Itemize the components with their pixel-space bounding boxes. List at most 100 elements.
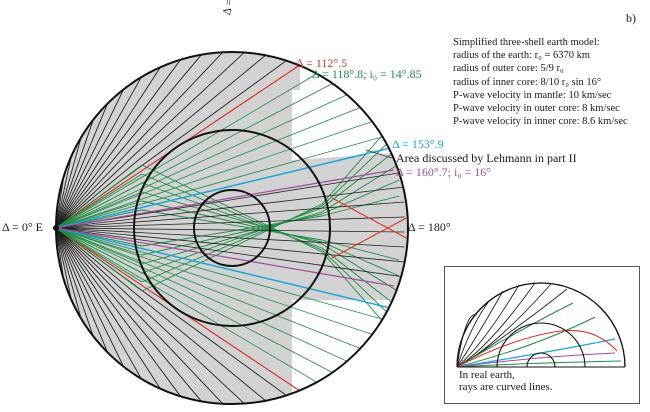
inset-green-ray xyxy=(456,302,574,368)
label-lehmann-area: Area discussed by Lehmann in part II xyxy=(396,151,577,165)
label-delta-153: Δ = 153°.9 xyxy=(392,137,444,151)
core-ray-through xyxy=(141,164,323,253)
mantle-ray xyxy=(56,103,108,229)
mantle-ray xyxy=(56,227,181,397)
shadow-zone-bottom xyxy=(292,300,408,404)
mantle-ray xyxy=(56,119,94,229)
core-ray-through xyxy=(141,215,323,247)
mantle-ray xyxy=(56,89,125,229)
core-ray-exit xyxy=(321,179,400,215)
green-ray xyxy=(56,83,333,229)
mantle-ray xyxy=(56,227,161,390)
mantle-ray xyxy=(56,227,82,319)
green-ray xyxy=(56,107,361,229)
core-crossing-ray xyxy=(56,186,405,229)
inset-mantle-ray xyxy=(456,300,490,368)
outer-core-boundary xyxy=(133,129,331,327)
inset-red-ray xyxy=(456,329,618,368)
ray-red-reflect xyxy=(331,217,407,259)
ray-cyan-bottom xyxy=(56,227,391,309)
mantle-ray xyxy=(56,54,202,229)
model-description: Simplified three-shell earth model: radi… xyxy=(453,36,628,128)
inset-mantle-ray xyxy=(456,283,552,368)
label-delta-160: Δ = 160°.7; i₀ = 16° xyxy=(396,165,492,179)
model-line-inner-core-velocity: P-wave velocity in inner core: 8.6 km/se… xyxy=(453,116,628,128)
core-ray-exit xyxy=(321,247,400,309)
core-ray-entry xyxy=(56,164,143,229)
figure-tag: b) xyxy=(626,11,636,25)
mantle-ray xyxy=(56,227,125,367)
label-delta-112: Δ = 112°.5 xyxy=(296,56,348,70)
ray-cyan-top xyxy=(56,147,391,229)
mantle-ray xyxy=(56,52,245,229)
lehmann-leader xyxy=(365,149,393,159)
mantle-ray xyxy=(56,227,224,404)
inset-note-line-2: rays are curved lines. xyxy=(459,381,553,393)
ray-purple-bottom xyxy=(56,227,395,287)
mantle-ray xyxy=(56,227,65,280)
inset-diagram xyxy=(456,282,626,368)
core-ray-exit xyxy=(321,163,400,213)
mantle-ray xyxy=(56,227,142,380)
model-line-outer-core-velocity: P-wave velocity in outer core: 8 km/sec xyxy=(453,103,620,115)
mantle-ray xyxy=(56,156,72,229)
green-ray xyxy=(56,136,383,229)
model-line-radius-earth: radius of the earth: r₀ = 6370 km xyxy=(453,50,591,62)
core-ray-exit xyxy=(321,147,400,209)
model-line-mantle-velocity: P-wave velocity in mantle: 10 km/sec xyxy=(453,89,612,101)
green-ray xyxy=(56,227,317,383)
model-line-inner-core: radius of inner core: 8/10 r₀ sin 16° xyxy=(453,76,602,88)
mantle-ray xyxy=(56,227,266,402)
green-ray xyxy=(56,227,333,373)
green-ray xyxy=(56,121,373,229)
label-delta-118: Δ = 118°.8; i₀ = 14°.85 xyxy=(312,67,422,81)
mantle-ray xyxy=(56,227,72,300)
model-line-outer-core: radius of outer core: 5/9 r₀ xyxy=(453,63,564,75)
ray-purple-top xyxy=(56,169,395,229)
core-crossing-ray xyxy=(56,227,405,263)
mantle-ray xyxy=(56,176,65,229)
mantle-ray xyxy=(56,59,181,229)
green-ray xyxy=(56,94,348,229)
core-ray-entry xyxy=(56,173,143,229)
model-title: Simplified three-shell earth model: xyxy=(453,37,600,48)
inset-note: In real earth, rays are curved lines. xyxy=(457,369,555,393)
mantle-ray xyxy=(56,52,224,229)
core-ray-through xyxy=(141,209,323,241)
core-crossing-ray xyxy=(56,227,405,248)
green-ray xyxy=(56,227,361,349)
ray-paths xyxy=(56,52,407,404)
mantle-ray xyxy=(56,227,245,404)
inset-real-earth: In real earth, rays are curved lines. xyxy=(444,266,640,404)
core-crossing-ray xyxy=(56,171,405,229)
green-ray xyxy=(56,227,383,320)
inset-mantle-ray xyxy=(456,284,520,368)
green-ray xyxy=(56,73,317,229)
core-crossing-ray xyxy=(56,227,405,278)
core-ray-through xyxy=(141,203,323,292)
green-ray xyxy=(56,227,373,335)
epicenter-dot xyxy=(53,225,59,231)
inset-note-line-1: In real earth, xyxy=(459,369,515,381)
inset-purple-ray xyxy=(456,352,616,368)
inset-green-ray xyxy=(456,316,596,368)
ray-red-reflect xyxy=(331,197,407,239)
core-ray-entry xyxy=(56,227,143,292)
core-ray-exit xyxy=(321,241,400,277)
inset-green-ray xyxy=(456,360,622,368)
green-ray xyxy=(56,227,348,362)
label-delta-0: Δ = 0° E xyxy=(2,220,43,234)
core-crossing-ray xyxy=(56,216,405,229)
core-ray-entry xyxy=(56,227,143,283)
core-crossing-ray xyxy=(56,227,405,233)
core-ray-exit xyxy=(321,243,400,293)
mantle-ray xyxy=(56,137,82,229)
inner-core-boundary xyxy=(193,189,271,267)
mantle-ray xyxy=(56,227,202,402)
core-ray-exit xyxy=(321,195,400,217)
inset-mantle-ray xyxy=(456,290,504,368)
mantle-ray xyxy=(56,227,94,337)
mantle-ray xyxy=(56,76,142,229)
label-delta-180: Δ = 180° xyxy=(408,220,451,234)
